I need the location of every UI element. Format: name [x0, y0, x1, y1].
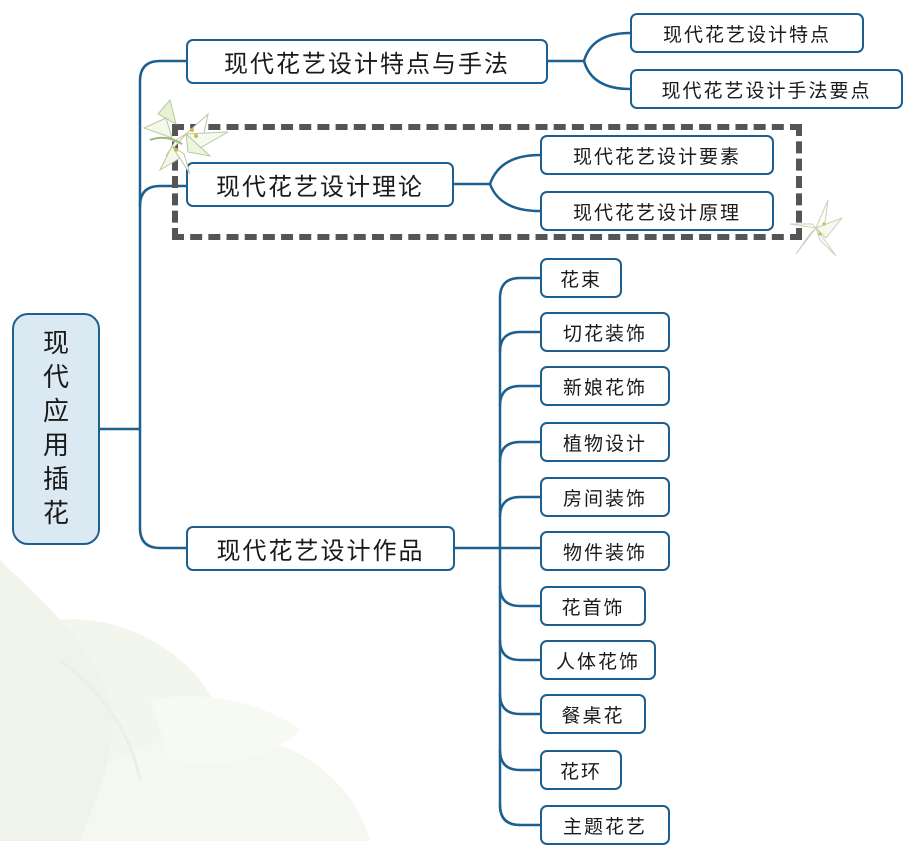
- root-char: 代: [42, 363, 69, 393]
- leaf-table-flowers[interactable]: 餐桌花: [540, 694, 646, 734]
- leaf-body-flowers[interactable]: 人体花饰: [540, 640, 656, 680]
- leaf-theme-floral-art[interactable]: 主题花艺: [540, 805, 670, 845]
- leaf-bridal-flowers[interactable]: 新娘花饰: [540, 366, 670, 406]
- leaf-bouquet[interactable]: 花束: [540, 258, 622, 298]
- branch-features-techniques[interactable]: 现代花艺设计特点与手法: [186, 39, 548, 84]
- connector-b1-c2: [582, 60, 631, 91]
- connector-b3-c3: [498, 384, 540, 407]
- node-design-features[interactable]: 现代花艺设计特点: [630, 13, 864, 53]
- connector-trunk: [138, 59, 161, 550]
- leaf-flower-jewelry[interactable]: 花首饰: [540, 586, 646, 626]
- root-char: 花: [42, 499, 69, 529]
- root-char: 应: [42, 397, 69, 427]
- branch-works[interactable]: 现代花艺设计作品: [186, 526, 455, 571]
- connector-branch-2: [138, 184, 186, 207]
- root-node[interactable]: 现 代 应 用 插 花: [12, 313, 100, 545]
- leaf-room-decor[interactable]: 房间装饰: [540, 477, 670, 517]
- connector-b2-c1: [488, 153, 541, 185]
- leaf-plant-design[interactable]: 植物设计: [540, 422, 670, 462]
- connector-b3-c2: [498, 330, 540, 353]
- connector-b3-c9: [498, 693, 540, 716]
- leaf-object-decor[interactable]: 物件装饰: [540, 531, 670, 571]
- root-char: 插: [42, 465, 69, 495]
- connector-b3-c10: [498, 749, 540, 772]
- connector-b1-c1: [582, 31, 631, 62]
- lily-flower-icon: [789, 199, 844, 257]
- lily-flower-icon: [142, 98, 229, 175]
- node-design-elements[interactable]: 现代花艺设计要素: [540, 135, 774, 175]
- root-char: 现: [42, 329, 69, 359]
- leaf-wreath[interactable]: 花环: [540, 750, 622, 790]
- highlight-dashed-box: [172, 124, 802, 240]
- root-char: 用: [42, 431, 69, 461]
- node-technique-points[interactable]: 现代花艺设计手法要点: [630, 69, 903, 109]
- connector-b3-c11: [498, 804, 540, 827]
- connector-b3-c5: [498, 495, 540, 518]
- leaf-cut-flower-decor[interactable]: 切花装饰: [540, 312, 670, 352]
- connector-b3-c7: [498, 585, 540, 608]
- branch-theory[interactable]: 现代花艺设计理论: [186, 162, 454, 207]
- connector-b3-c8: [498, 639, 540, 662]
- node-design-principles[interactable]: 现代花艺设计原理: [540, 191, 774, 231]
- connector-b2-c2: [488, 183, 541, 213]
- connector-b3-trunk: [498, 276, 521, 827]
- connector-b3-c4: [498, 440, 540, 463]
